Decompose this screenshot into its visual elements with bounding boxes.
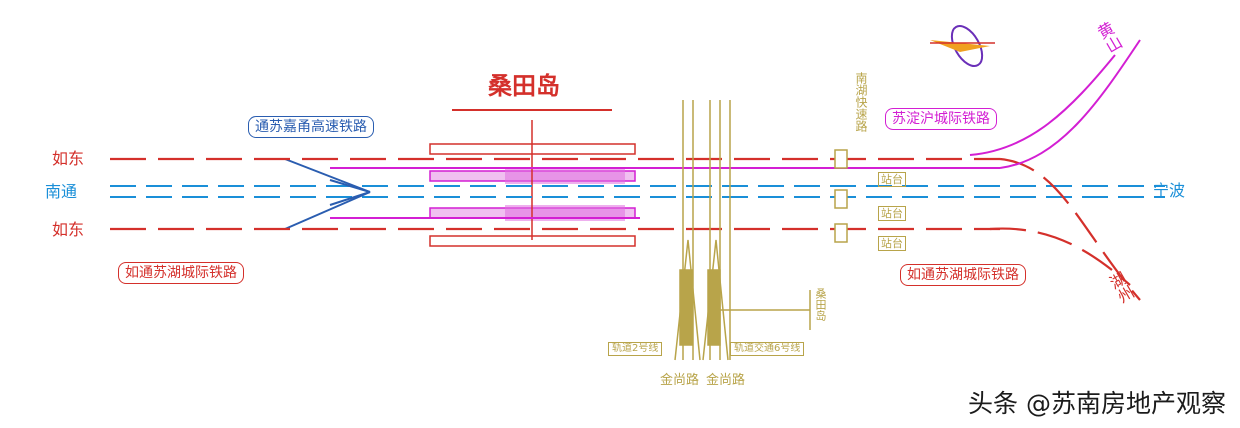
road-label-2: 金尚路 <box>706 373 746 388</box>
station-title: 桑田岛 <box>488 72 560 100</box>
metro-station-label: 桑田岛 <box>814 288 827 321</box>
route-label-rutong-suhu-right: 如通苏湖城际铁路 <box>900 264 1026 286</box>
label-rudong-bottom: 如东 <box>52 220 85 239</box>
platform-label-1: 站台 <box>878 172 906 187</box>
label-rudong-top: 如东 <box>52 149 85 168</box>
route-label-suzhu-hu: 苏淀沪城际铁路 <box>885 108 997 130</box>
metro-line6-label: 轨道交通6号线 <box>730 342 805 356</box>
logo-icon <box>930 25 995 67</box>
platform-label-3: 站台 <box>878 236 906 251</box>
label-nantong: 南通 <box>45 182 78 201</box>
metro-line2-label: 轨道2号线 <box>608 342 663 356</box>
route-label-tongsujiaxi: 通苏嘉甬高速铁路 <box>248 116 374 138</box>
tongsujiaxi-tracks <box>110 158 1165 230</box>
station-block <box>429 120 636 247</box>
label-ningbo: 宁波 <box>1153 181 1186 200</box>
metro-lines <box>674 100 811 361</box>
suzhu-hu-tracks <box>330 39 1141 219</box>
east-station-block <box>834 149 848 243</box>
route-label-rutong-suhu-left: 如通苏湖城际铁路 <box>118 262 244 284</box>
label-nanhu-road: 南湖快速路 <box>854 72 868 132</box>
platform-label-2: 站台 <box>878 206 906 221</box>
watermark: 头条 @苏南房地产观察 <box>968 389 1226 418</box>
road-label-1: 金尚路 <box>660 373 700 388</box>
